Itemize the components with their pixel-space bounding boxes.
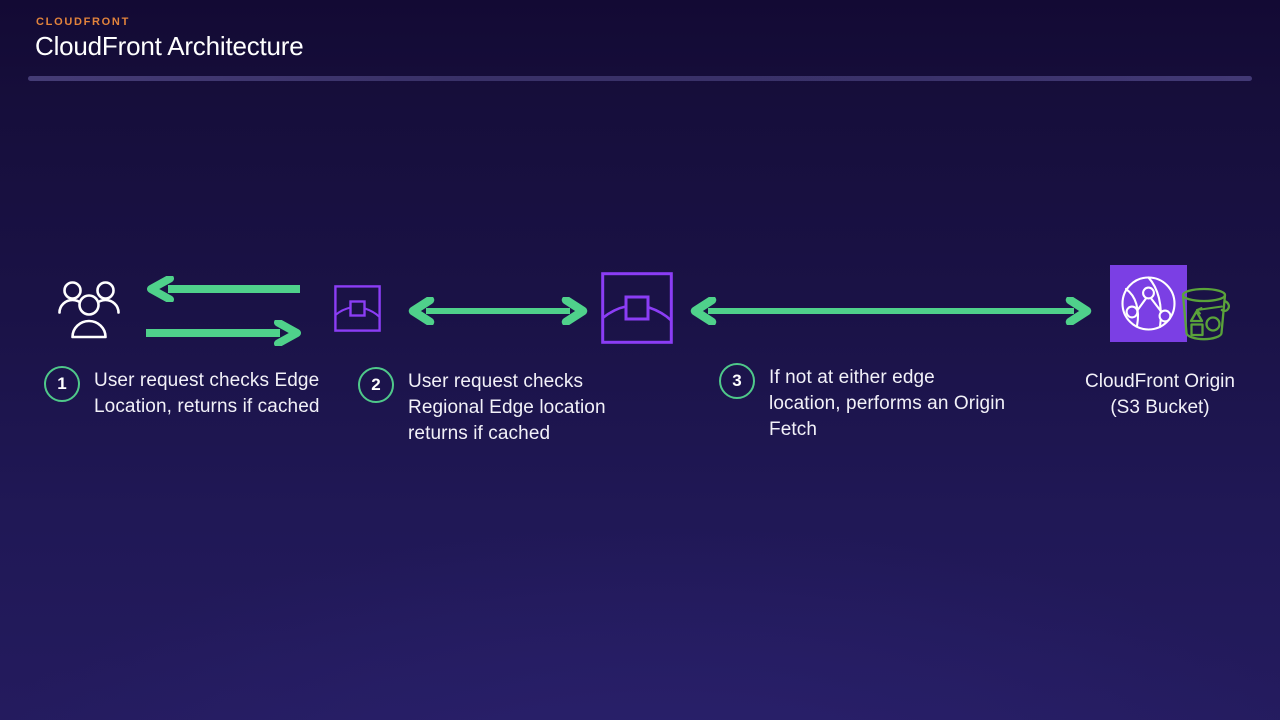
edge-location-icon bbox=[334, 285, 381, 332]
step-3-badge: 3 bbox=[719, 363, 755, 399]
step-1-text: User request checks Edge Location, retur… bbox=[94, 370, 320, 417]
cloudfront-origin-icon bbox=[1110, 265, 1231, 349]
origin-label-line1: CloudFront Origin bbox=[1085, 371, 1235, 392]
connector-users-to-edge-request bbox=[144, 318, 302, 348]
slide-header: CLOUDFRONT CloudFront Architecture bbox=[0, 0, 1280, 84]
step-2-text: User request checks Regional Edge locati… bbox=[408, 371, 606, 444]
header-eyebrow: CLOUDFRONT bbox=[36, 16, 130, 28]
regional-edge-location-icon bbox=[601, 272, 673, 344]
connector-edge-to-regional bbox=[408, 295, 588, 327]
step-1: 1 User request checks Edge Location, ret… bbox=[44, 366, 344, 420]
origin-label: CloudFront Origin (S3 Bucket) bbox=[1040, 369, 1280, 421]
origin-label-line2: (S3 Bucket) bbox=[1110, 397, 1210, 418]
header-divider bbox=[28, 76, 1252, 81]
step-2: 2 User request checks Regional Edge loca… bbox=[358, 367, 658, 447]
connector-users-to-edge-return bbox=[146, 274, 302, 304]
step-3-text: If not at either edge location, performs… bbox=[769, 367, 1006, 440]
step-1-badge: 1 bbox=[44, 366, 80, 402]
step-2-badge: 2 bbox=[358, 367, 394, 403]
step-3: 3 If not at either edge location, perfor… bbox=[719, 363, 1009, 443]
connector-regional-to-origin bbox=[690, 295, 1092, 327]
cloudfront-service-tile bbox=[1110, 265, 1187, 342]
page-title: CloudFront Architecture bbox=[35, 31, 304, 61]
users-group-icon bbox=[56, 278, 122, 340]
s3-bucket-icon bbox=[1178, 284, 1236, 342]
